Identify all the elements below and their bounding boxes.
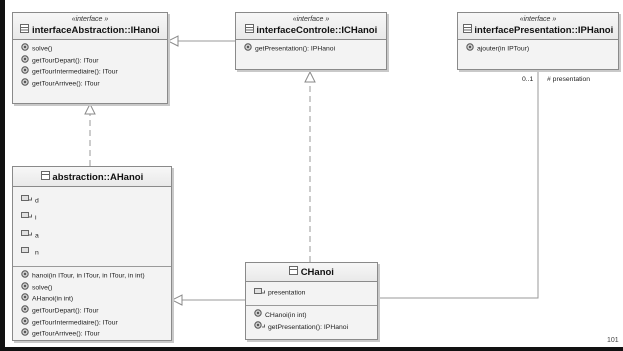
operation[interactable]: getTourDepart(): ITour [21,54,167,67]
interface-icon [20,24,30,37]
method-icon [21,78,29,90]
operation[interactable]: AHanoi(in int) [21,293,171,305]
stereotype-label: «interface » [519,16,557,23]
method-icon [21,43,29,55]
class-box-iphanoi[interactable]: «interface » interfacePresentation::IPHa… [457,12,619,70]
operation[interactable]: getTourIntermediaire(): ITour [21,66,167,78]
operation[interactable]: getTourIntermediaire(): ITour [21,316,171,329]
class-icon [289,266,299,279]
class-box-ahanoi[interactable]: abstraction::AHanoi d i a n hanoi(in ITo… [12,166,172,341]
multiplicity-label: 0..1 [522,76,534,83]
attributes-section: presentation [246,282,377,306]
class-name: CHanoi [246,266,377,281]
attribute[interactable]: a [21,227,171,244]
method-icon [21,316,29,329]
method-icon [244,43,252,55]
association-chanoi-to-iphanoi [378,72,539,299]
method-icon [21,305,29,317]
operation[interactable]: getTourDepart(): ITour [21,305,171,317]
field-icon [254,287,265,299]
corner-text: 101 [607,337,619,344]
operations-section: hanoi(in ITour, in ITour, in ITour, in i… [13,267,171,343]
operation[interactable]: solve() [21,43,167,55]
interface-icon [462,24,472,37]
operation[interactable]: getPresentation(): IPHanoi [244,43,386,55]
operations-section: getPresentation(): IPHanoi [236,40,386,58]
class-name: interfaceControle::ICHanoi [236,24,386,39]
left-frame-border [0,0,5,351]
class-name: interfacePresentation::IPHanoi [458,24,618,39]
interface-icon [244,24,254,37]
class-box-ihanoi[interactable]: «interface » interfaceAbstraction::IHano… [12,12,168,104]
method-icon [21,270,29,282]
attribute[interactable]: i [21,209,171,226]
field-icon [21,244,32,261]
class-header: abstraction::AHanoi [13,167,171,188]
class-header: CHanoi [246,263,377,283]
operation[interactable]: solve() [21,282,171,294]
attribute[interactable]: d [21,192,171,209]
method-icon [254,320,265,333]
method-icon [21,66,29,78]
operations-section: solve() getTourDepart(): ITour getTourIn… [13,40,167,92]
class-name: abstraction::AHanoi [13,171,171,186]
operation[interactable]: hanoi(in ITour, in ITour, in ITour, in i… [21,270,171,282]
method-icon [254,308,262,321]
class-name: interfaceAbstraction::IHanoi [13,24,167,39]
class-box-ichanoi[interactable]: «interface » interfaceControle::ICHanoi … [235,12,387,70]
field-icon [21,227,32,244]
method-icon [21,54,29,67]
field-icon [21,192,32,209]
operations-section: CHanoi(in int) getPresentation(): IPHano… [246,306,377,336]
class-header: «interface » interfacePresentation::IPHa… [458,13,618,41]
operation[interactable]: ajouter(in IPTour) [466,43,618,55]
method-icon [21,293,29,305]
operations-section: ajouter(in IPTour) [458,40,618,58]
field-icon [21,209,32,226]
stereotype-label: «interface » [292,16,330,23]
role-label: # presentation [547,76,591,83]
class-icon [40,171,50,184]
operation[interactable]: CHanoi(in int) [254,308,377,321]
class-header: «interface » interfaceControle::ICHanoi [236,13,386,41]
method-icon [21,282,29,294]
class-box-chanoi[interactable]: CHanoi presentation CHanoi(in int) getPr… [245,262,378,340]
operation[interactable]: getPresentation(): IPHanoi [254,320,377,333]
attribute[interactable]: n [21,244,171,261]
stereotype-label: «interface » [71,16,109,23]
bottom-frame-border [0,347,623,351]
method-icon [21,328,29,340]
attributes-section: d i a n [13,187,171,268]
attribute[interactable]: presentation [254,287,377,299]
class-header: «interface » interfaceAbstraction::IHano… [13,13,167,41]
operation[interactable]: getTourArrivee(): ITour [21,78,167,90]
method-icon [466,43,474,55]
operation[interactable]: getTourArrivee(): ITour [21,328,171,340]
